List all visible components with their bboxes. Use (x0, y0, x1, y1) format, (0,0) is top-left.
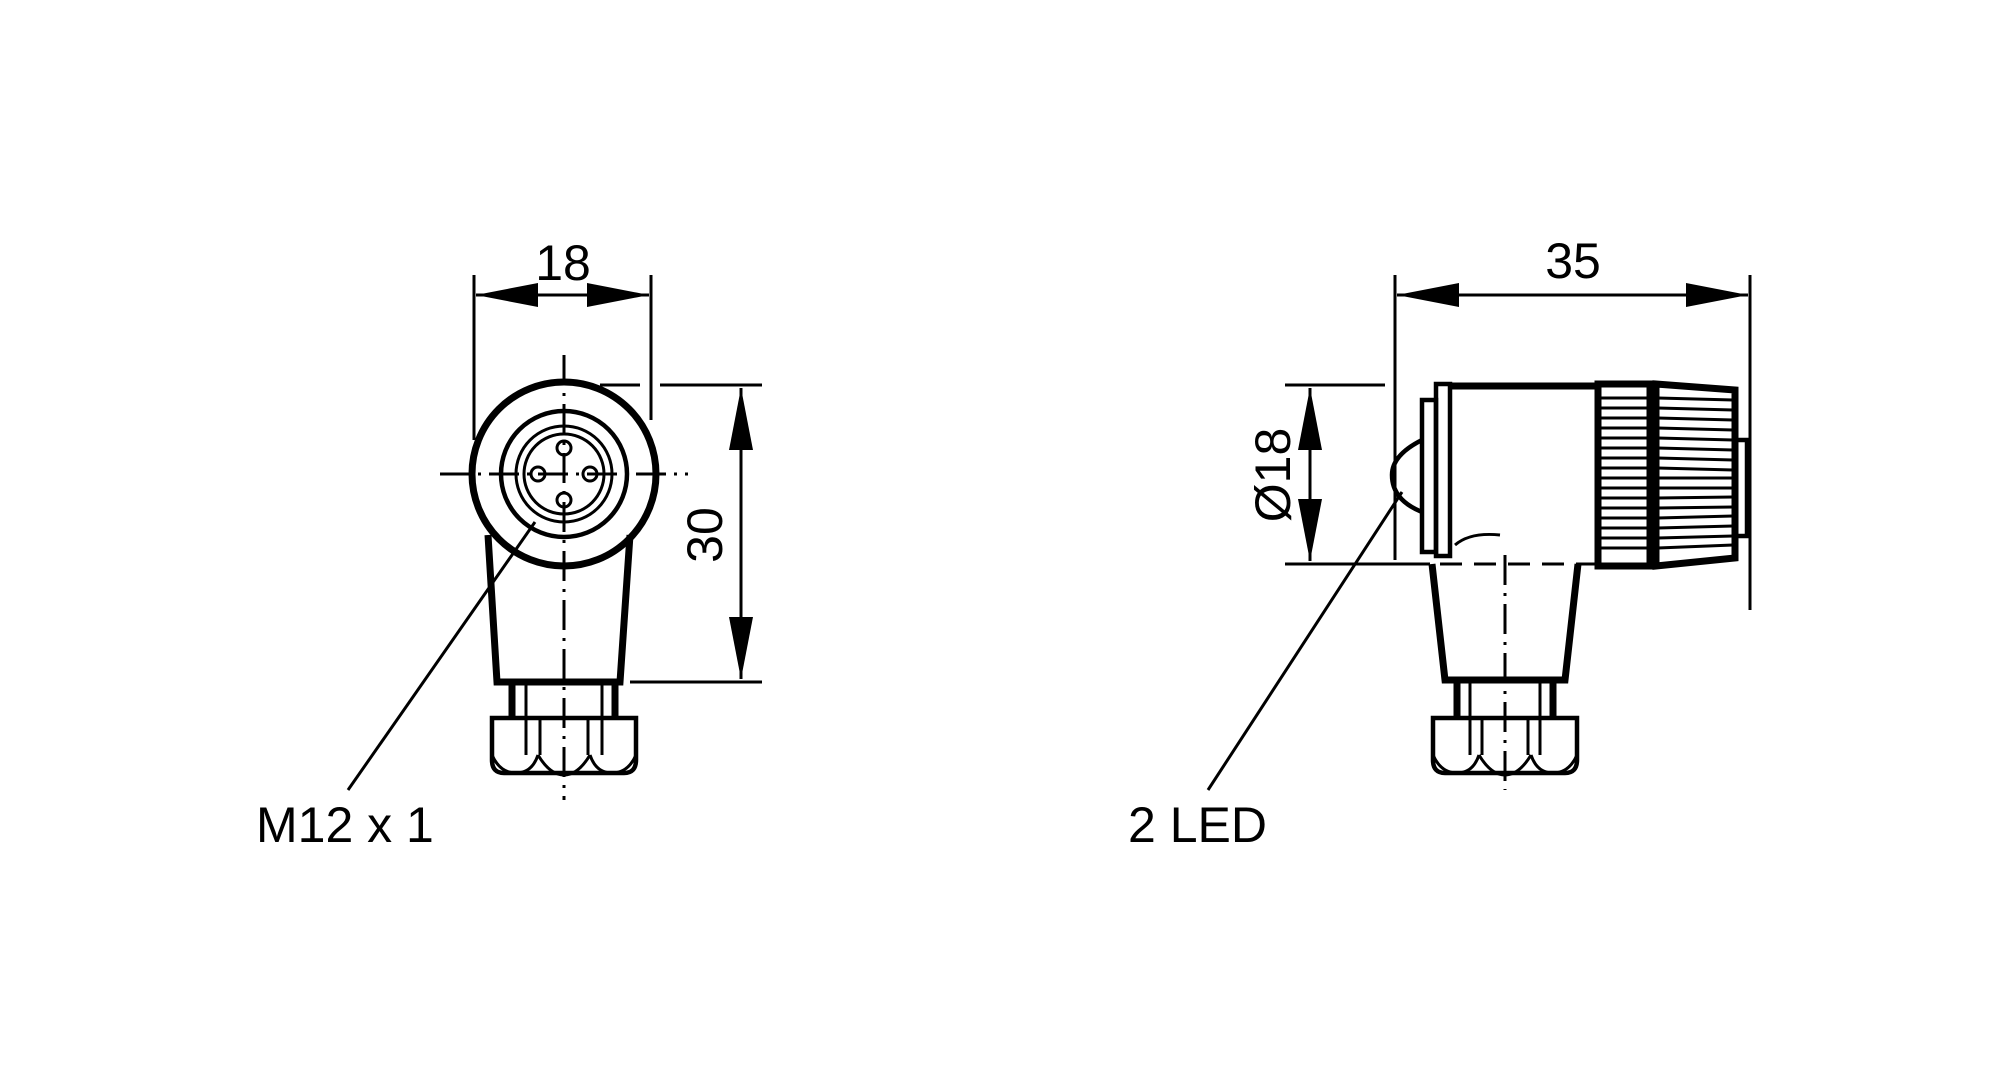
front-view: 18 30 (256, 235, 762, 853)
thread-label: M12 x 1 (256, 797, 434, 853)
knurl-lines (1600, 396, 1734, 550)
led-leader-line (1206, 491, 1404, 791)
side-connector-body (1389, 380, 1750, 790)
diameter-dimension: Ø18 (1245, 383, 1430, 566)
height-dimension-label: 30 (677, 507, 733, 563)
width-dimension: 18 (472, 235, 653, 440)
length-dimension-label: 35 (1545, 233, 1601, 289)
length-dimension: 35 (1393, 233, 1752, 610)
side-view: 35 Ø18 (1128, 233, 1752, 853)
led-label: 2 LED (1128, 797, 1267, 853)
width-dimension-label: 18 (535, 235, 591, 291)
front-connector-body (440, 355, 688, 800)
thread-leader-line (346, 521, 537, 791)
diameter-dimension-label: Ø18 (1245, 428, 1301, 523)
height-dimension: 30 (600, 383, 762, 684)
